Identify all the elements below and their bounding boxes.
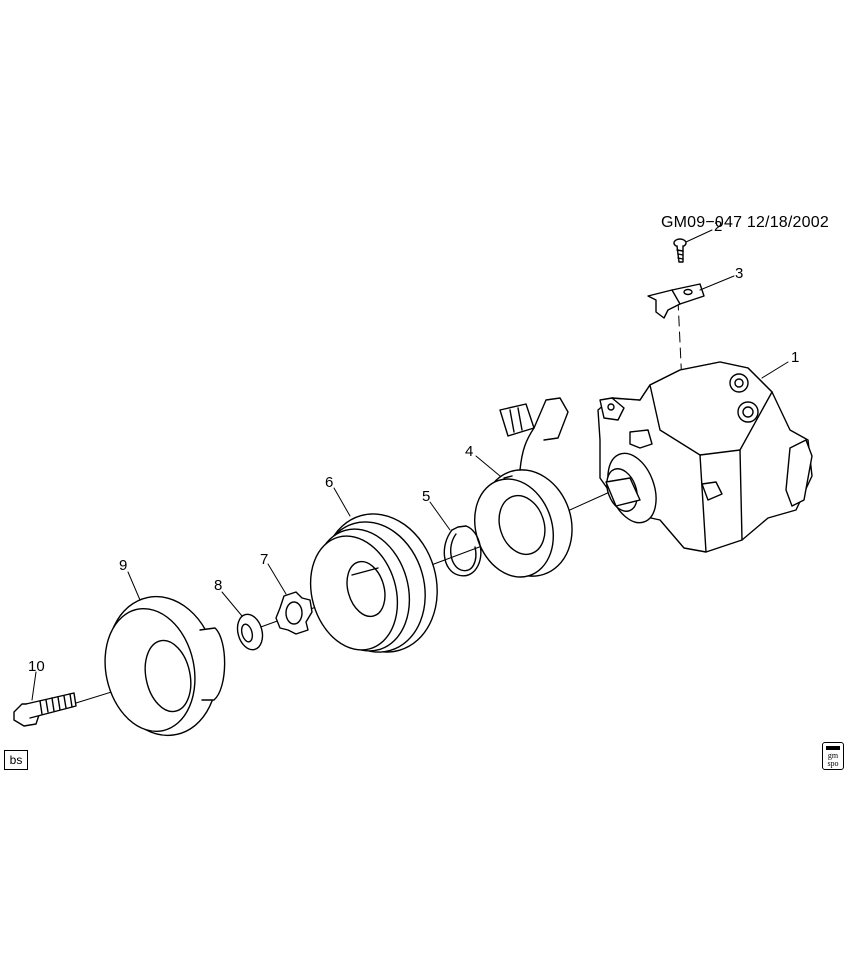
- washer-part-8: [236, 613, 264, 651]
- callout-5: 5: [422, 488, 430, 505]
- callout-8: 8: [214, 577, 222, 594]
- pulley-part-6: [309, 513, 438, 653]
- logo-text: gm spo: [827, 751, 839, 768]
- callout-1: 1: [791, 349, 799, 366]
- callout-6: 6: [325, 474, 333, 491]
- compressor-part-1: [597, 361, 813, 553]
- callout-2: 2: [714, 218, 722, 235]
- bracket-part-3: [647, 283, 705, 319]
- callout-4: 4: [465, 443, 473, 460]
- leader-lines: [31, 229, 789, 701]
- corner-code-box: bs: [4, 750, 28, 770]
- bolt-part-10: [13, 692, 77, 727]
- lock-washer-part-7: [275, 591, 313, 635]
- clutch-coil-part-4: [473, 397, 573, 578]
- screw-part-2: [673, 238, 687, 263]
- callout-7: 7: [260, 551, 268, 568]
- callout-9: 9: [119, 557, 127, 574]
- callout-labels: 1 2 3 4 5 6 7 8 9 10: [28, 218, 799, 675]
- snap-ring-part-5: [443, 525, 482, 577]
- callout-3: 3: [735, 265, 743, 282]
- callout-10: 10: [28, 658, 45, 675]
- gm-spo-logo-icon: gm spo: [822, 742, 844, 770]
- diagram-reference: GM09−047 12/18/2002: [661, 214, 829, 231]
- clutch-hub-part-9: [104, 595, 226, 737]
